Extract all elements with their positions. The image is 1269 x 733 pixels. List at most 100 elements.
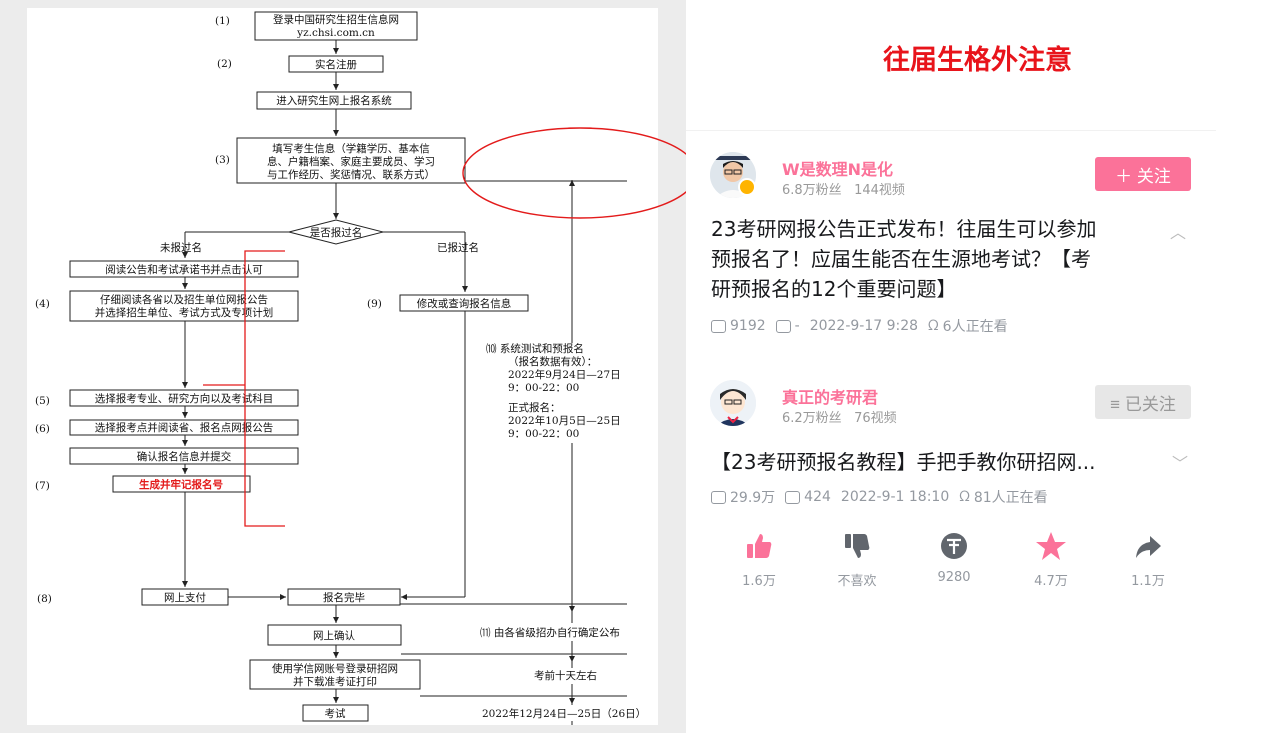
print-ticket-line1: 使用学信网账号登录研招网 xyxy=(272,662,398,675)
right-branch-label: 已报过名 xyxy=(437,241,479,254)
video-1-date: 2022-9-17 9:28 xyxy=(809,318,919,334)
step-9-box xyxy=(399,294,529,312)
video-1-title-line2: 预报名了！应届生能否在生源地考试？【考 xyxy=(711,247,1091,271)
confirm-text: 确认报名信息并提交 xyxy=(137,450,232,463)
formal-line3: 9：00-22：00 xyxy=(508,428,579,440)
video-1-title-line1: 23考研网报公告正式发布！往届生可以参加 xyxy=(711,217,1097,241)
done-box xyxy=(287,588,401,606)
step-7-box xyxy=(112,475,251,493)
video-2-title[interactable]: 【23考研预报名教程】手把手教你研招网... xyxy=(711,450,1096,474)
read-notice-box xyxy=(69,260,299,278)
uploader-2-fans: 6.2万粉丝 xyxy=(782,411,842,426)
share-count: 1.1万 xyxy=(1131,574,1165,589)
like-count: 1.6万 xyxy=(742,574,776,589)
thumbs-up-icon xyxy=(747,534,772,558)
step-1-line1: 登录中国研究生招生信息网 xyxy=(273,13,399,26)
notice-title: 往届生格外注意 xyxy=(883,45,1072,76)
step-2-number: (2) xyxy=(217,58,232,70)
danmaku-icon xyxy=(785,490,801,504)
step-5-number: (5) xyxy=(35,395,50,407)
read-notice-text: 阅读公告和考试承诺书并点击认可 xyxy=(105,263,263,276)
video-1-watching: 6人正在看 xyxy=(942,319,1008,335)
uploader-2-video-count: 76视频 xyxy=(854,411,897,426)
print-ticket-line2: 并下载准考证打印 xyxy=(293,675,377,688)
exam-box xyxy=(302,704,369,722)
step-1-box xyxy=(254,11,418,41)
uploader-1-fans: 6.8万粉丝 xyxy=(782,183,842,198)
uploader-1-stats: 6.8万粉丝 144视频 xyxy=(782,179,905,198)
uploader-2-stats: 6.2万粉丝 76视频 xyxy=(782,407,897,426)
thumbs-down-icon xyxy=(845,534,870,558)
watching-icon: ᘯ xyxy=(959,489,970,505)
share-button[interactable]: 1.1万 xyxy=(1108,528,1188,589)
step-7-number: (7) xyxy=(35,480,50,492)
follow-button[interactable]: ＋ 关注 xyxy=(1095,157,1191,191)
step-2-text: 实名注册 xyxy=(315,58,357,71)
expand-chevron-icon[interactable]: ﹀ xyxy=(1172,454,1189,473)
step-4-number: (4) xyxy=(35,298,50,310)
step-11-text: ⑾ 由各省级招办自行确定公布 xyxy=(480,626,620,639)
step-1-line2: yz.chsi.com.cn xyxy=(296,27,375,39)
step-6-box xyxy=(69,419,299,436)
video-1-title-line3: 研预报名的12个重要问题】 xyxy=(711,277,957,301)
followed-button[interactable]: ≡ 已关注 xyxy=(1095,385,1191,419)
step-1-number: (1) xyxy=(215,15,230,27)
share-icon xyxy=(1136,536,1161,558)
step-5-box xyxy=(69,389,299,407)
registration-flowchart-panel: (1) 登录中国研究生招生信息网 yz.chsi.com.cn (2) 实名注册… xyxy=(27,8,658,725)
step-8-number: (8) xyxy=(37,593,52,605)
uploader-2-name[interactable]: 真正的考研君 xyxy=(782,388,879,407)
uploader-1-video-count: 144视频 xyxy=(854,183,905,198)
exam-text: 考试 xyxy=(325,708,346,720)
online-confirm-box xyxy=(267,624,402,646)
uploader-2-avatar[interactable] xyxy=(710,380,756,426)
coin-count: 9280 xyxy=(937,570,971,585)
step-6-number: (6) xyxy=(35,423,50,435)
uploader-1-name[interactable]: W是数理N是化 xyxy=(782,160,894,179)
step-4-box xyxy=(69,290,299,322)
video-list-panel: 往届生格外注意 xyxy=(686,0,1269,733)
print-ticket-box xyxy=(249,659,421,690)
cartoon-avatar-icon xyxy=(710,380,756,426)
decision-text: 是否报过名 xyxy=(310,226,363,239)
step-2b-box xyxy=(256,91,412,110)
video-2-date: 2022-9-1 18:10 xyxy=(840,489,950,505)
danmaku-icon xyxy=(775,319,791,333)
video-2-danmaku: 424 xyxy=(804,489,831,505)
dislike-button[interactable]: 不喜欢 xyxy=(817,528,897,589)
step-10-line3: 2022年9月24日—27日 xyxy=(508,368,621,381)
step-10-line4: 9：00-22：00 xyxy=(508,382,579,394)
step-4-line2: 并选择招生单位、考试方式及专项计划 xyxy=(95,306,274,319)
step-9-number: (9) xyxy=(367,298,382,310)
before-exam-text: 考前十天左右 xyxy=(534,669,597,682)
lightning-badge-icon xyxy=(738,178,756,196)
step-5-text: 选择报考专业、研究方向以及考试科目 xyxy=(95,392,274,405)
step-10-line1: ⑽ 系统测试和预报名 xyxy=(486,342,584,355)
favorite-count: 4.7万 xyxy=(1034,574,1068,589)
step-10-line2: （报名数据有效）： xyxy=(508,355,597,368)
coin-button[interactable]: 9280 xyxy=(914,528,994,585)
video-2-plays: 29.9万 xyxy=(730,490,776,506)
step-3-box xyxy=(236,137,466,184)
collapse-chevron-icon[interactable]: ︿ xyxy=(1170,223,1187,242)
step-3-line2: 息、户籍档案、家庭主要成员、学习 xyxy=(267,155,435,168)
favorite-button[interactable]: 4.7万 xyxy=(1011,528,1091,589)
like-button[interactable]: 1.6万 xyxy=(719,528,799,589)
red-bracket-annotation xyxy=(203,250,285,527)
step-2b-text: 进入研究生网上报名系统 xyxy=(276,94,392,107)
step-4-line1: 仔细阅读各省以及招生单位网报公告 xyxy=(100,293,268,306)
coin-icon xyxy=(941,533,967,559)
video-1-title[interactable]: 23考研网报公告正式发布！往届生可以参加 预报名了！应届生能否在生源地考试？【考… xyxy=(711,214,1161,304)
video-1-plays: 9192 xyxy=(730,318,766,334)
formal-line2: 2022年10月5日—25日 xyxy=(508,414,621,427)
step-3-line1: 填写考生信息（学籍学历、基本信 xyxy=(272,142,430,155)
video-2-watching: 81人正在看 xyxy=(973,490,1048,506)
step-7-text: 生成并牢记报名号 xyxy=(139,478,223,491)
step-9-text: 修改或查询报名信息 xyxy=(417,297,512,310)
online-confirm-text: 网上确认 xyxy=(313,629,355,642)
divider xyxy=(686,130,1216,131)
step-3-number: (3) xyxy=(215,154,230,166)
